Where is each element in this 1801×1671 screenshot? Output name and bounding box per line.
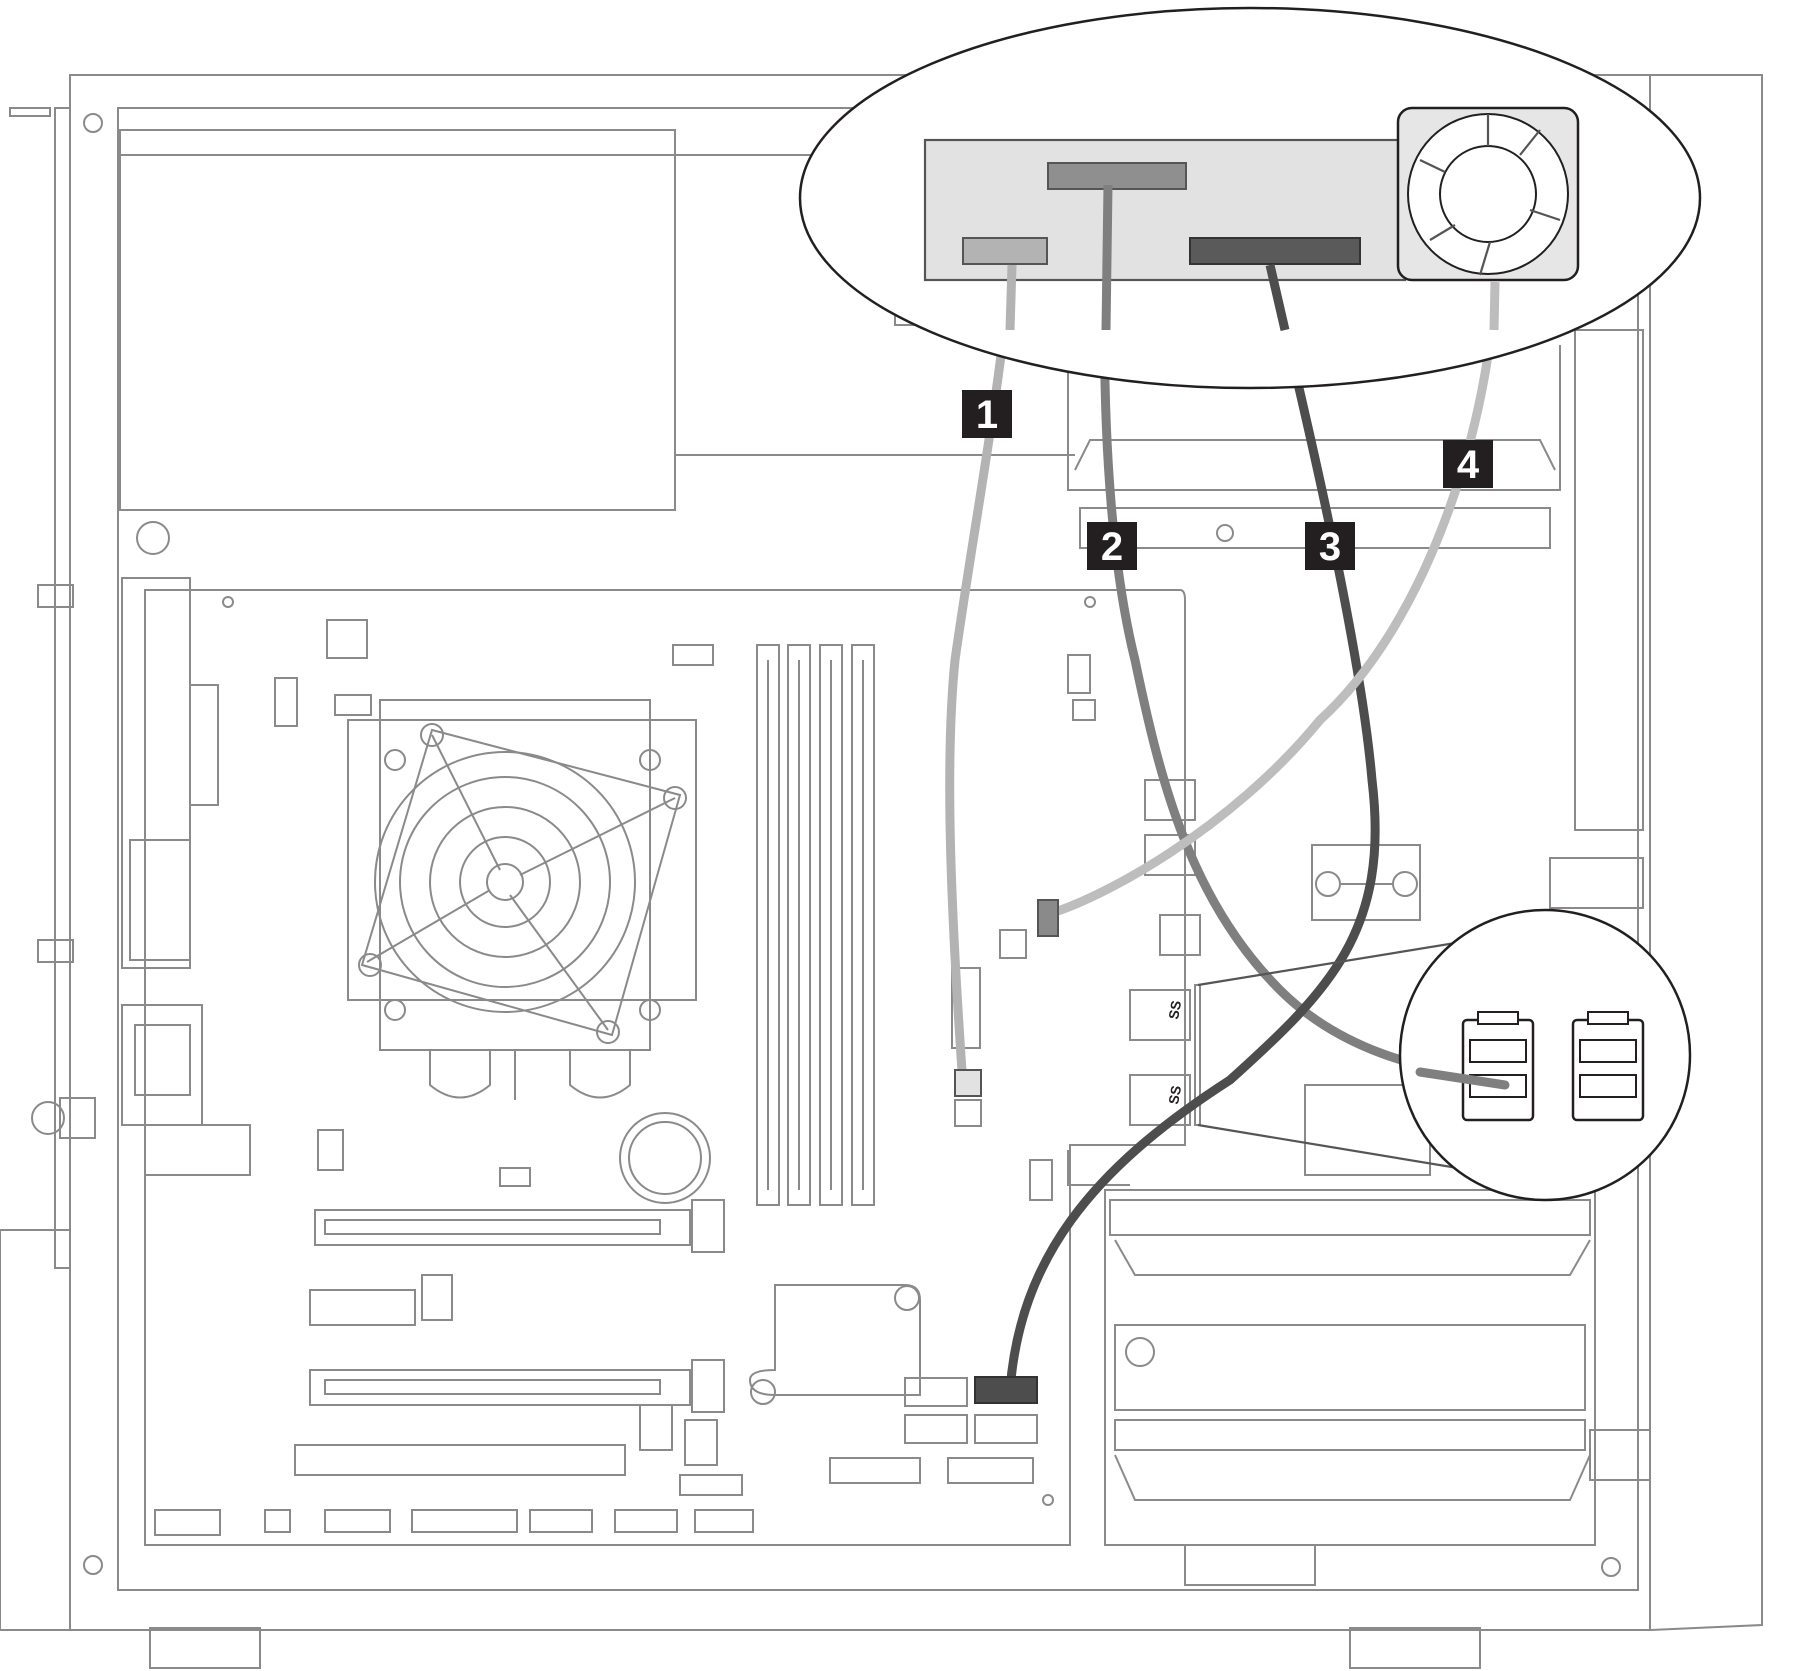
cpu-cooler-fan — [334, 694, 697, 1100]
usb-port-icon — [1461, 1011, 1535, 1122]
callout-4-label: 4 — [1457, 443, 1480, 487]
callout-1-label: 1 — [976, 393, 998, 437]
cable-4 — [1040, 277, 1500, 920]
front-panel-headers — [154, 1474, 754, 1536]
callout-3: 3 — [1305, 522, 1355, 570]
usb-port-icon — [1571, 1011, 1645, 1122]
cable-1 — [945, 260, 1017, 1090]
callout-4: 4 — [1443, 440, 1493, 488]
usb-ss-label: SS — [1165, 999, 1184, 1020]
memory-slots — [756, 644, 875, 1206]
rear-io-ports — [121, 577, 251, 1176]
board-connectors — [274, 619, 1096, 1201]
cable-3-connector — [974, 1376, 1038, 1404]
callout-3-label: 3 — [1319, 525, 1341, 569]
drive-bays — [1067, 345, 1596, 1586]
cmos-battery — [619, 1112, 711, 1204]
cable-3 — [1005, 260, 1380, 1395]
cable-2 — [1099, 180, 1505, 1085]
usb-ports-zoom — [1197, 908, 1692, 1202]
callout-2-label: 2 — [1101, 525, 1123, 569]
motherboard — [144, 589, 1186, 1546]
board-connector-left — [962, 237, 1048, 265]
usb-ss-label: SS — [1165, 1084, 1184, 1105]
cable-4-connector — [1037, 899, 1059, 937]
cable-1-connector — [954, 1069, 982, 1097]
board-connector-top — [1047, 162, 1187, 190]
pcie-slots — [294, 1199, 725, 1476]
front-panel-board-zoom — [798, 6, 1702, 390]
board-connector-right — [1189, 237, 1361, 265]
chipset-heatsink — [748, 1284, 921, 1405]
callout-1: 1 — [962, 390, 1012, 438]
callout-2: 2 — [1087, 522, 1137, 570]
sata-connectors — [829, 1377, 1038, 1484]
cable-connectors — [954, 899, 1059, 1404]
